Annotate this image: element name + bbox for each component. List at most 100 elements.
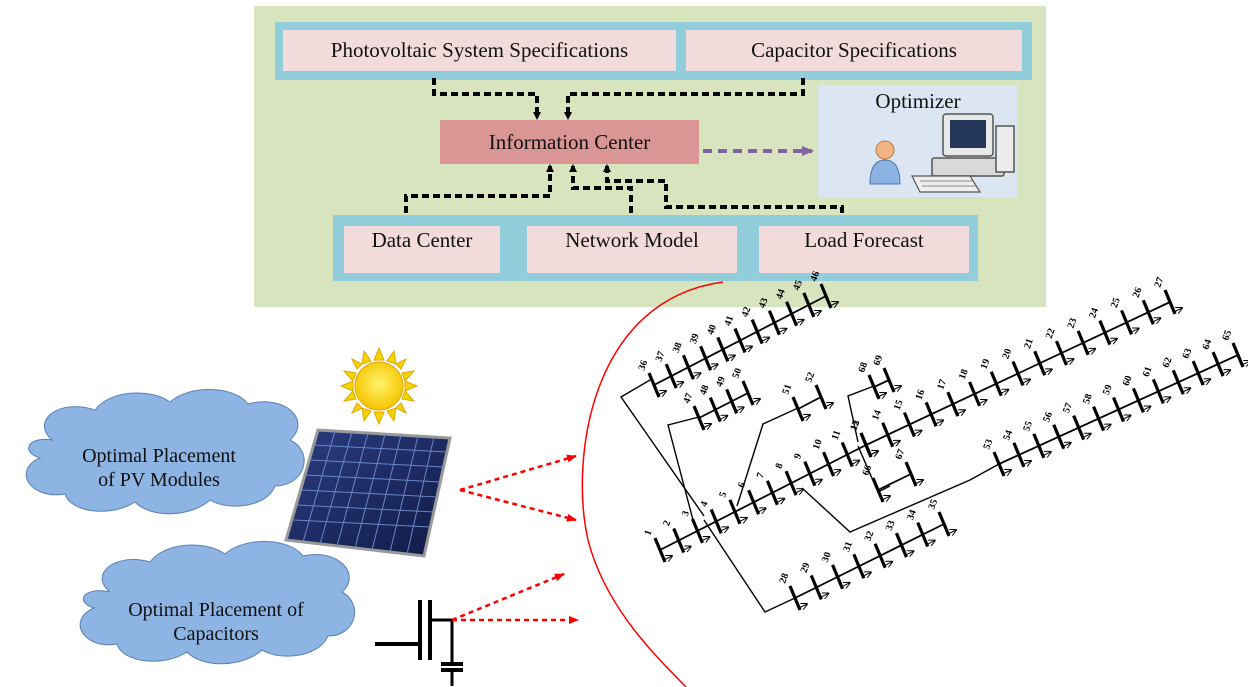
bus-label: 5: [717, 490, 729, 498]
load-arrow: [663, 556, 672, 560]
bus-label: 54: [1001, 429, 1015, 442]
optimizer-title: Optimizer: [875, 89, 961, 113]
bus-bar: [1191, 360, 1205, 386]
bus-bar: [852, 553, 866, 579]
bus-bar: [904, 461, 918, 487]
load-arrow: [1043, 369, 1052, 373]
bus-bar: [785, 301, 799, 327]
bus-label: 11: [830, 429, 844, 442]
bus-label: 58: [1081, 392, 1095, 405]
bus-bar: [819, 283, 833, 309]
load-arrow: [1130, 328, 1139, 332]
bus-bar: [784, 470, 798, 496]
bus-label: 6: [736, 481, 748, 489]
bus-label: 4: [699, 500, 711, 508]
load-arrow: [905, 551, 913, 555]
load-arrow: [674, 382, 683, 386]
bus-label: 52: [803, 371, 817, 384]
load-arrow: [956, 410, 965, 414]
bus-bar: [1163, 289, 1177, 315]
load-arrow: [1042, 452, 1051, 456]
bus-bar: [709, 508, 723, 534]
bus-bar: [1033, 350, 1047, 376]
bus-label: 31: [841, 540, 855, 553]
load-arrow: [751, 399, 760, 403]
bus-marks: [647, 283, 1248, 611]
load-arrow: [726, 355, 735, 359]
computer-icon: [911, 113, 1015, 193]
pv-specifications-box: Photovoltaic System Specifications: [283, 30, 676, 71]
load-arrow: [1241, 361, 1248, 365]
bus-label: 42: [740, 305, 754, 318]
load-arrow: [812, 311, 821, 315]
bus-label: 19: [979, 358, 993, 371]
load-arrow: [1021, 380, 1030, 384]
load-arrow: [709, 364, 718, 368]
bus-label: 33: [884, 519, 898, 532]
bus-label: 27: [1152, 276, 1166, 289]
bus-bar: [1054, 340, 1068, 366]
zoom-curve: [581, 281, 724, 687]
bus-label: 10: [811, 438, 825, 451]
bus-label: 64: [1201, 338, 1215, 351]
network-69-bus: [619, 283, 1248, 613]
load-arrow: [776, 499, 784, 503]
bus-label: 14: [870, 409, 884, 422]
bus-label: 9: [792, 452, 804, 460]
bus-bar: [765, 480, 779, 506]
bus-label: 37: [654, 350, 668, 363]
user-icon: [869, 140, 901, 185]
bus-bar: [733, 327, 747, 354]
bus-bar: [882, 367, 896, 393]
load-arrow: [1108, 339, 1117, 343]
bus-bar: [1032, 433, 1046, 459]
bus-label: 67: [893, 448, 907, 461]
pv-panel-icon: [284, 428, 452, 558]
bus-label: 61: [1141, 365, 1155, 378]
bus-label: 68: [856, 361, 870, 374]
bus-bar: [881, 422, 895, 448]
bus-bar: [750, 318, 764, 345]
bus-label: 7: [755, 471, 767, 479]
bus-label: 57: [1061, 402, 1075, 415]
load-arrow: [1086, 349, 1095, 353]
load-arrow: [719, 527, 728, 531]
load-arrow: [881, 496, 890, 500]
bus-label: 51: [780, 383, 794, 396]
load-arrow: [1122, 416, 1131, 420]
load-arrow: [877, 393, 886, 397]
cloud-capacitors: [79, 541, 356, 665]
load-arrow: [798, 604, 807, 608]
load-arrow: [934, 420, 943, 424]
load-arrow: [813, 480, 822, 484]
bus-label: 43: [757, 297, 771, 310]
bus-label: 39: [688, 332, 702, 345]
load-arrow: [743, 347, 752, 351]
load-arrow: [892, 386, 901, 390]
cloud-cap-text: Optimal Placement of Capacitors: [68, 598, 364, 646]
bus-bar: [741, 380, 755, 406]
bus-label: 15: [892, 398, 906, 411]
bus-bar: [747, 489, 761, 515]
load-arrow: [1173, 308, 1182, 312]
bus-label: 20: [1000, 347, 1014, 360]
bus-bar: [692, 405, 706, 431]
bus-bar: [894, 532, 908, 558]
capacitor-specifications-box: Capacitor Specifications: [686, 30, 1022, 71]
cloud-pv-modules: [25, 389, 305, 515]
load-arrow: [914, 480, 923, 484]
bus-bar: [814, 384, 828, 410]
load-arrow: [978, 400, 987, 404]
bus-label: 59: [1101, 383, 1115, 396]
load-arrow: [1221, 370, 1230, 374]
load-arrow: [795, 320, 804, 324]
bus-bar: [937, 511, 951, 537]
bus-label: 69: [871, 354, 885, 367]
bus-bar: [809, 574, 823, 601]
placement-arrows: [451, 454, 579, 624]
load-arrow: [947, 530, 956, 534]
bus-label: 21: [1022, 337, 1036, 350]
load-arrow: [1000, 390, 1008, 394]
bus-bar: [1072, 415, 1086, 441]
